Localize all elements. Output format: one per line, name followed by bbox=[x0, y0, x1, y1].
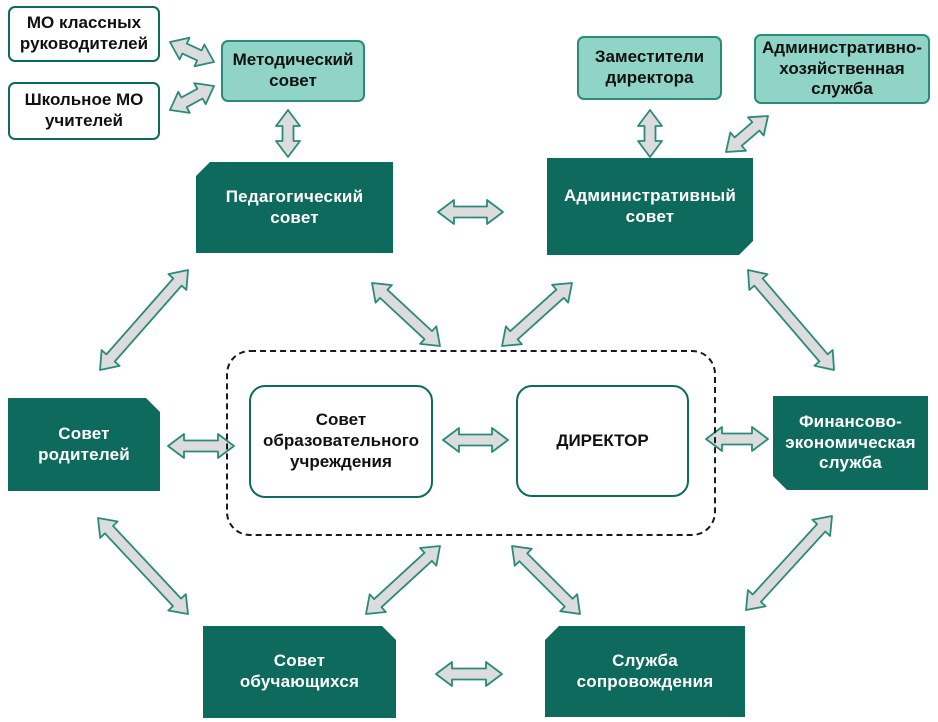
node-label-line: Административный bbox=[563, 185, 737, 205]
arrow-pedagog-admin-council bbox=[437, 199, 504, 225]
node-label-line: Финансово- bbox=[798, 411, 903, 431]
arrow-central-group-students bbox=[365, 545, 441, 615]
node-label-line: Служба bbox=[612, 650, 678, 670]
node-label-line: образовательного bbox=[263, 431, 419, 451]
node-director: ДИРЕКТОР bbox=[516, 385, 689, 497]
node-label-line: Административно- bbox=[762, 37, 922, 57]
node-label-line: служба bbox=[811, 79, 873, 99]
node-label-line: экономическая bbox=[785, 432, 916, 452]
arrow-pedagog-parents bbox=[99, 269, 189, 371]
node-label-line: совет bbox=[270, 207, 319, 227]
node-label-line: родителей bbox=[38, 444, 130, 464]
node-label-line: ДИРЕКТОР bbox=[556, 430, 649, 450]
node-label-line: директора bbox=[605, 68, 694, 87]
node-label-line: хозяйственная bbox=[779, 58, 905, 78]
node-label-line: Совет bbox=[58, 423, 110, 443]
director-council-group bbox=[226, 350, 716, 536]
node-label-line: МО классных bbox=[26, 13, 142, 33]
arrow-mo-class-method bbox=[169, 36, 215, 68]
arrow-deputies-admin-council bbox=[637, 109, 663, 158]
node-label-line: совет bbox=[269, 71, 317, 90]
arrow-admin-council-central-group bbox=[501, 282, 573, 347]
node-label-line: Совет bbox=[273, 651, 326, 671]
arrow-admin-council-finance bbox=[747, 269, 835, 371]
node-label-line: руководителей bbox=[19, 34, 149, 53]
arrow-method-pedagog bbox=[275, 109, 301, 158]
arrow-pedagog-central-group bbox=[371, 282, 441, 347]
arrow-students-support bbox=[435, 661, 503, 687]
node-label-line: Заместители bbox=[594, 47, 705, 67]
node-label-line: Совет bbox=[315, 410, 367, 430]
node-label: ДИРЕКТОР bbox=[556, 431, 648, 452]
arrow-parents-students bbox=[97, 517, 189, 615]
node-label-line: учителей bbox=[44, 111, 124, 130]
node-label-line: учреждения bbox=[290, 451, 392, 471]
node-label-line: Школьное МО bbox=[24, 90, 144, 110]
node-label-line: сопровождения bbox=[576, 671, 714, 691]
arrow-edu-council-director bbox=[442, 427, 509, 453]
node-label-line: Методический bbox=[232, 50, 354, 70]
arrow-finance-support bbox=[745, 515, 833, 611]
arrow-mo-school-method bbox=[169, 82, 215, 114]
node-label-line: обучающихся bbox=[239, 672, 360, 691]
arrow-admin-service-admin-council bbox=[725, 115, 769, 153]
node-label-line: служба bbox=[819, 453, 882, 473]
arrow-central-group-support bbox=[511, 545, 581, 615]
arrow-central-group-finance bbox=[705, 426, 769, 452]
node-label-line: Педагогический bbox=[225, 186, 364, 206]
node-label-line: совет bbox=[625, 206, 675, 226]
arrow-parents-central-group bbox=[167, 433, 235, 459]
